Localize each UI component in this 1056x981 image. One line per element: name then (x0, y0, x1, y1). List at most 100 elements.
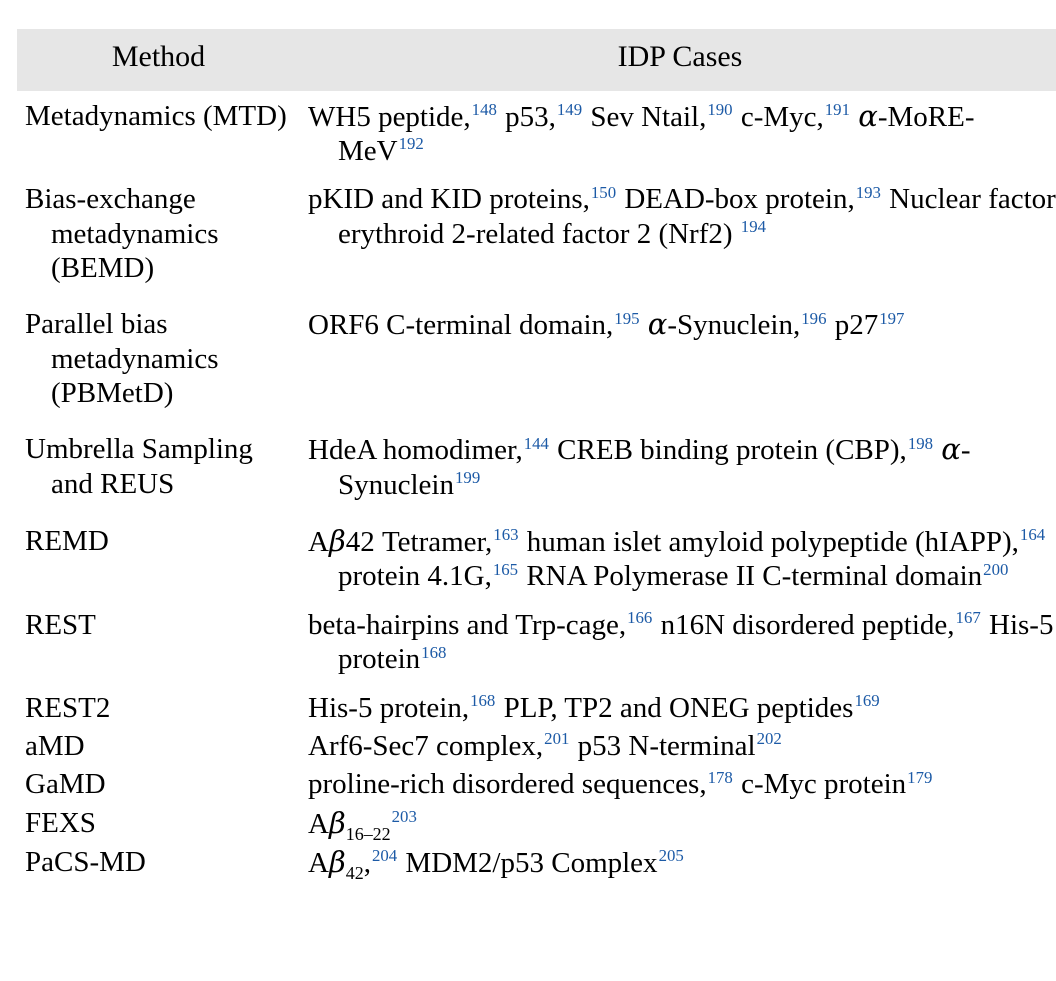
reference-marker: 200 (983, 559, 1009, 579)
method-cell: Metadynamics (MTD) (17, 91, 300, 183)
idp-cases-text: Aβ16–22203 (308, 805, 417, 844)
idp-cases-text: His-5 protein,168 PLP, TP2 and ONEG pept… (308, 690, 880, 724)
residue-number-subscript: 42 (345, 862, 364, 883)
idp-cases-text: WH5 peptide,148 p53,149 Sev Ntail,190 c-… (308, 98, 975, 167)
method-cell: PaCS-MD (17, 845, 300, 884)
reference-marker: 167 (955, 608, 981, 628)
table-body: Metadynamics (MTD) WH5 peptide,148 p53,1… (17, 91, 1056, 885)
greek-alpha: α (647, 307, 668, 342)
idp-cases-cell: Aβ16–22203 (300, 806, 1056, 845)
idp-cases-cell: Arf6-Sec7 complex,201 p53 N-terminal202 (300, 729, 1056, 767)
table-row: REST beta-hairpins and Trp-cage,166 n16N… (17, 608, 1056, 691)
reference-marker: 163 (493, 525, 519, 545)
idp-cases-text: Aβ42,204 MDM2/p53 Complex205 (308, 844, 684, 883)
method-cell: Parallel bias metadynamics (PBMetD) (17, 307, 300, 432)
table-row: aMD Arf6-Sec7 complex,201 p53 N-terminal… (17, 729, 1056, 767)
table-row: FEXS Aβ16–22203 (17, 806, 1056, 845)
reference-marker: 205 (658, 846, 684, 866)
idp-methods-table: Method IDP Cases Metadynamics (MTD) WH5 … (17, 29, 1056, 884)
reference-marker: 166 (627, 608, 653, 628)
reference-marker: 195 (614, 308, 640, 328)
reference-marker: 165 (492, 559, 519, 579)
reference-marker: 169 (854, 690, 880, 710)
reference-marker: 193 (855, 182, 881, 202)
table-row: GaMD proline-rich disordered sequences,1… (17, 767, 1056, 805)
table-header: Method IDP Cases (17, 29, 1056, 91)
greek-alpha: α (858, 98, 878, 133)
idp-cases-cell: pKID and KID proteins,150 DEAD-box prote… (300, 182, 1056, 307)
reference-marker: 148 (471, 99, 497, 119)
greek-beta: β (328, 805, 346, 840)
reference-marker: 192 (398, 134, 424, 154)
table-row: REST2 His-5 protein,168 PLP, TP2 and ONE… (17, 691, 1056, 729)
reference-marker: 202 (756, 729, 782, 749)
reference-marker: 168 (421, 642, 447, 662)
idp-cases-text: ORF6 C-terminal domain,195 α-Synuclein,1… (308, 307, 905, 342)
column-header-method: Method (17, 29, 300, 91)
reference-marker: 199 (455, 468, 481, 488)
column-header-idp-cases: IDP Cases (300, 29, 1056, 91)
method-cell: REMD (17, 524, 300, 608)
idp-cases-text: Arf6-Sec7 complex,201 p53 N-terminal202 (308, 729, 782, 762)
reference-marker: 190 (707, 99, 733, 119)
idp-cases-text: Aβ42 Tetramer,163 human islet amyloid po… (308, 524, 1046, 593)
reference-marker: 204 (371, 846, 398, 866)
table-row: Bias-exchange metadynamics (BEMD) pKID a… (17, 182, 1056, 307)
table-row: Parallel bias metadynamics (PBMetD) ORF6… (17, 307, 1056, 432)
method-name: PaCS-MD (25, 845, 146, 878)
method-name: GaMD (25, 768, 106, 801)
method-cell: REST (17, 608, 300, 691)
method-cell: aMD (17, 729, 300, 767)
reference-marker: 198 (907, 433, 934, 453)
table-row: Metadynamics (MTD) WH5 peptide,148 p53,1… (17, 91, 1056, 183)
method-cell: FEXS (17, 806, 300, 845)
method-cell: REST2 (17, 691, 300, 729)
idp-cases-text: proline-rich disordered sequences,178 c-… (308, 767, 933, 801)
reference-marker: 178 (707, 767, 733, 787)
idp-cases-cell: His-5 protein,168 PLP, TP2 and ONEG pept… (300, 691, 1056, 729)
method-name: Metadynamics (MTD) (25, 99, 287, 132)
table-row: PaCS-MD Aβ42,204 MDM2/p53 Complex205 (17, 845, 1056, 884)
idp-cases-cell: proline-rich disordered sequences,178 c-… (300, 767, 1056, 805)
method-cell: Umbrella Sampling and REUS (17, 432, 300, 524)
reference-marker: 149 (556, 99, 583, 119)
method-name: REMD (25, 525, 109, 558)
idp-cases-cell: WH5 peptide,148 p53,149 Sev Ntail,190 c-… (300, 91, 1056, 183)
greek-beta: β (328, 524, 346, 559)
reference-marker: 164 (1019, 525, 1046, 545)
reference-marker: 168 (470, 690, 496, 710)
idp-cases-cell: ORF6 C-terminal domain,195 α-Synuclein,1… (300, 307, 1056, 432)
method-name: Parallel bias metadynamics (PBMetD) (25, 308, 219, 410)
idp-cases-text: HdeA homodimer,144 CREB binding protein … (308, 432, 971, 501)
method-name: Umbrella Sampling and REUS (25, 433, 253, 500)
table-row: REMD Aβ42 Tetramer,163 human islet amylo… (17, 524, 1056, 608)
reference-marker: 150 (590, 182, 617, 202)
reference-marker: 201 (544, 729, 570, 749)
idp-cases-cell: beta-hairpins and Trp-cage,166 n16N diso… (300, 608, 1056, 691)
reference-marker: 191 (824, 99, 850, 119)
residue-range-subscript: 16–22 (345, 823, 391, 844)
method-name: REST2 (25, 691, 111, 724)
method-name: Bias-exchange metadynamics (BEMD) (25, 183, 219, 284)
method-name: REST (25, 608, 96, 641)
idp-cases-text: pKID and KID proteins,150 DEAD-box prote… (308, 182, 1056, 250)
idp-methods-table-container: Method IDP Cases Metadynamics (MTD) WH5 … (0, 29, 1056, 981)
idp-cases-text: beta-hairpins and Trp-cage,166 n16N diso… (308, 608, 1054, 676)
idp-cases-cell: HdeA homodimer,144 CREB binding protein … (300, 432, 1056, 524)
greek-alpha: α (941, 432, 961, 467)
table-row: Umbrella Sampling and REUS HdeA homodime… (17, 432, 1056, 524)
table-header-row: Method IDP Cases (17, 29, 1056, 91)
reference-marker: 194 (740, 216, 766, 236)
idp-cases-cell: Aβ42 Tetramer,163 human islet amyloid po… (300, 524, 1056, 608)
reference-marker: 197 (879, 308, 905, 328)
method-name: FEXS (25, 806, 96, 839)
method-cell: GaMD (17, 767, 300, 805)
reference-marker: 196 (801, 308, 827, 328)
reference-marker: 203 (391, 806, 417, 826)
reference-marker: 144 (523, 433, 549, 453)
idp-cases-cell: Aβ42,204 MDM2/p53 Complex205 (300, 845, 1056, 884)
greek-beta: β (328, 844, 346, 879)
method-cell: Bias-exchange metadynamics (BEMD) (17, 182, 300, 307)
reference-marker: 179 (907, 767, 933, 787)
method-name: aMD (25, 729, 85, 762)
